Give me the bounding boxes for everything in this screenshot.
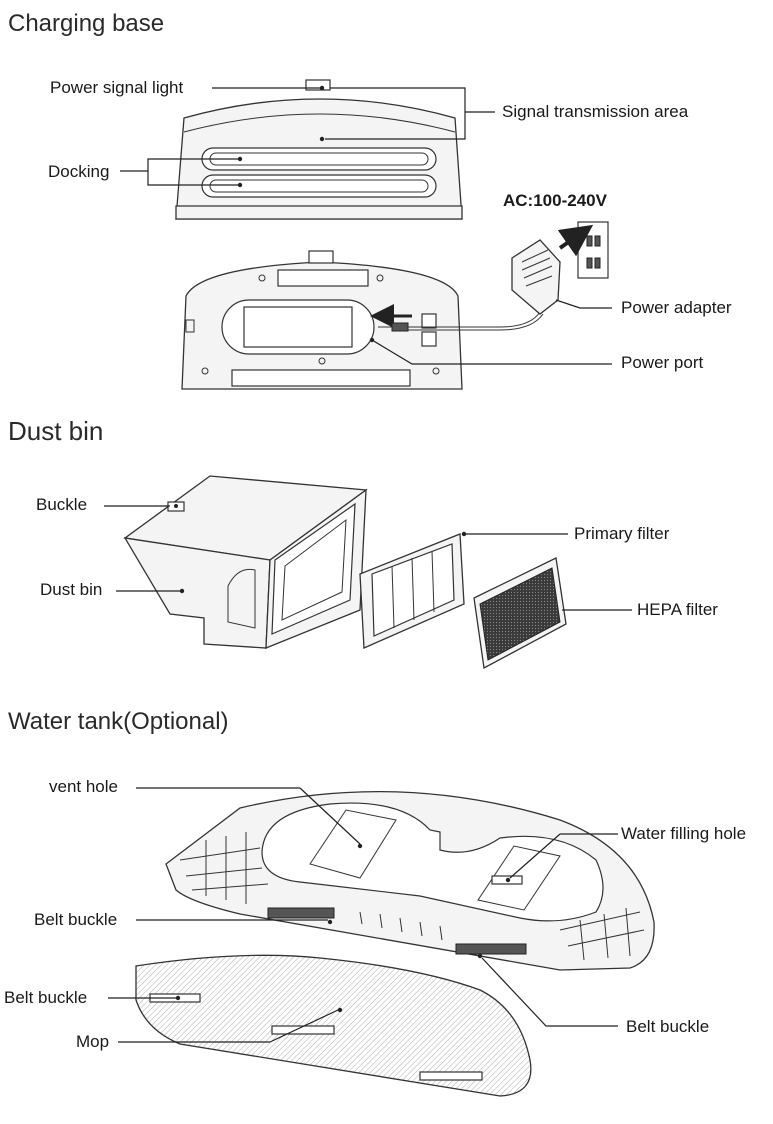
power-adapter-drawing	[408, 221, 609, 331]
water-tank-drawing	[165, 790, 655, 971]
power-signal-light-label: Power signal light	[50, 78, 184, 97]
ac-voltage-label: AC:100-240V	[503, 191, 607, 210]
primary-filter-drawing	[359, 531, 467, 649]
water-filling-hole-label: Water filling hole	[621, 824, 747, 843]
mop-label: Mop	[76, 1032, 110, 1051]
mop-drawing	[135, 954, 532, 1097]
charging-base-title: Charging base	[8, 10, 165, 37]
dust-bin-title: Dust bin	[8, 416, 104, 446]
charging-base-back	[181, 250, 463, 390]
signal-transmission-area-label: Signal transmission area	[502, 102, 689, 121]
hepa-filter-drawing	[473, 557, 567, 670]
belt-buckle-right-label: Belt buckle	[626, 1017, 710, 1036]
docking-label: Docking	[48, 162, 110, 181]
primary-filter-label: Primary filter	[574, 524, 670, 543]
water-tank-title: Water tank(Optional)	[8, 708, 229, 735]
belt-buckle-mop-label: Belt buckle	[4, 988, 88, 1007]
dust-bin-label: Dust bin	[40, 580, 103, 599]
power-port-label: Power port	[621, 353, 704, 372]
power-adapter-label: Power adapter	[621, 298, 732, 317]
hepa-filter-label: HEPA filter	[637, 600, 718, 619]
dust-bin-drawing	[123, 475, 368, 649]
buckle-label: Buckle	[36, 495, 88, 514]
belt-buckle-left-label: Belt buckle	[34, 910, 118, 929]
charging-base-front	[175, 79, 463, 220]
vent-hole-label: vent hole	[49, 777, 118, 796]
